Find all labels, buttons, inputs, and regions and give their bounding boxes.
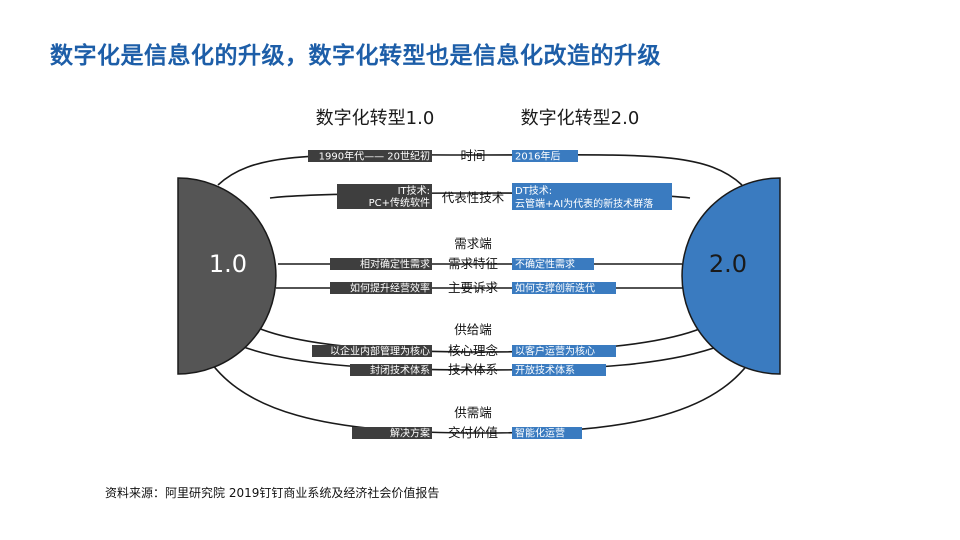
left-tag-demand-feature-text: 相对确定性需求 xyxy=(360,258,430,271)
left-tag-core-idea: 以企业内部管理为核心 xyxy=(312,345,432,358)
center-label-demand: 需求端 xyxy=(454,236,492,251)
left-tag-main-appeal: 如何提升经营效率 xyxy=(330,282,432,295)
left-tag-tech-line2: PC+传统软件 xyxy=(369,196,430,209)
right-tag-tech-line2: 云管端+AI为代表的新技术群落 xyxy=(515,197,653,210)
left-tag-value-text: 解决方案 xyxy=(390,427,430,440)
right-tag-time: 2016年后 xyxy=(512,150,578,163)
left-tag-tech-system: 封闭技术体系 xyxy=(350,364,432,377)
left-circle-label: 1.0 xyxy=(209,250,247,278)
center-label-tech: 代表性技术 xyxy=(442,190,505,205)
left-tag-value: 解决方案 xyxy=(352,427,432,440)
left-tag-tech: IT技术: PC+传统软件 xyxy=(337,184,432,209)
center-label-tech-system: 技术体系 xyxy=(448,362,498,377)
left-half-circle xyxy=(177,177,277,375)
curve-core-idea xyxy=(257,327,703,353)
right-tag-main-appeal-text: 如何支撑创新迭代 xyxy=(515,282,595,295)
page-title: 数字化是信息化的升级，数字化转型也是信息化改造的升级 xyxy=(50,43,661,69)
source-note: 资料来源：阿里研究院 2019钉钉商业系统及经济社会价值报告 xyxy=(105,486,440,500)
left-tag-core-idea-text: 以企业内部管理为核心 xyxy=(330,345,430,358)
right-tag-tech-system: 开放技术体系 xyxy=(512,364,606,377)
right-tag-main-appeal: 如何支撑创新迭代 xyxy=(512,282,616,295)
center-label-core-idea: 核心理念 xyxy=(448,343,499,358)
right-tag-tech-line1: DT技术: xyxy=(515,184,552,197)
right-tag-tech-system-text: 开放技术体系 xyxy=(515,364,575,377)
right-tag-demand-feature: 不确定性需求 xyxy=(512,258,594,271)
right-tag-tech: DT技术: 云管端+AI为代表的新技术群落 xyxy=(512,183,672,210)
center-label-supply: 供给端 xyxy=(454,322,492,337)
left-tag-time: 1990年代—— 20世纪初 xyxy=(308,150,432,163)
center-label-value: 交付价值 xyxy=(448,425,498,440)
right-tag-core-idea: 以客户运营为核心 xyxy=(512,345,616,358)
center-label-main-appeal: 主要诉求 xyxy=(448,280,499,295)
left-tag-demand-feature: 相对确定性需求 xyxy=(330,258,432,271)
left-tag-time-text: 1990年代—— 20世纪初 xyxy=(319,150,430,163)
right-tag-value-text: 智能化运营 xyxy=(515,427,565,440)
curve-time xyxy=(217,153,743,186)
right-tag-core-idea-text: 以客户运营为核心 xyxy=(515,345,595,358)
right-circle-label: 2.0 xyxy=(709,250,747,278)
right-tag-time-text: 2016年后 xyxy=(515,150,560,163)
left-tags: 1990年代—— 20世纪初 IT技术: PC+传统软件 相对确定性需求 如何提… xyxy=(308,150,432,440)
right-heading: 数字化转型2.0 xyxy=(521,108,640,129)
right-half-circle xyxy=(681,177,781,375)
left-tag-tech-system-text: 封闭技术体系 xyxy=(370,364,430,377)
curve-value xyxy=(199,344,761,434)
left-tag-main-appeal-text: 如何提升经营效率 xyxy=(350,282,430,295)
center-label-time: 时间 xyxy=(460,148,485,163)
center-label-supply-demand: 供需端 xyxy=(454,405,492,420)
right-tag-demand-feature-text: 不确定性需求 xyxy=(515,258,575,271)
right-tag-value: 智能化运营 xyxy=(512,427,582,440)
left-heading: 数字化转型1.0 xyxy=(316,108,435,129)
center-label-demand-feature: 需求特征 xyxy=(448,256,499,271)
center-labels: 时间 代表性技术 需求端 需求特征 主要诉求 供给端 核心理念 技术体系 供需端… xyxy=(442,148,505,440)
left-tag-tech-line1: IT技术: xyxy=(398,184,430,197)
curve-tech-system xyxy=(237,344,723,371)
right-tags: 2016年后 DT技术: 云管端+AI为代表的新技术群落 不确定性需求 如何支撑… xyxy=(512,150,672,440)
